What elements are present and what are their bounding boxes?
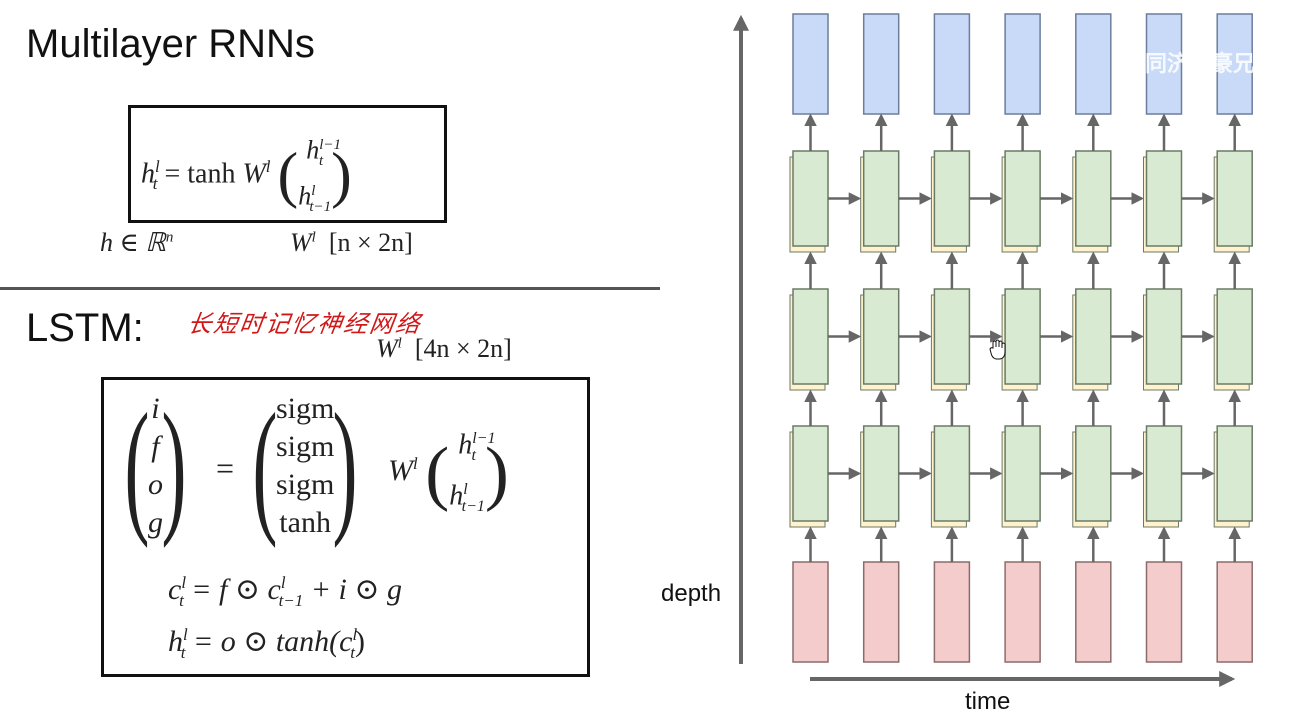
input-cell-4 xyxy=(1004,561,1041,663)
output-cell-6 xyxy=(1145,13,1183,115)
hidden-cell-l2-t4 xyxy=(1004,288,1041,385)
hidden-cell-l3-t7 xyxy=(1216,425,1253,522)
output-cell-3 xyxy=(933,13,971,115)
hidden-cell-l2-t6 xyxy=(1145,288,1183,385)
output-cell-7 xyxy=(1216,13,1253,115)
hidden-cell-l3-t1 xyxy=(792,425,829,522)
cell-state-equation: clt = f ⊙ clt−1 + i ⊙ g xyxy=(168,573,402,610)
hidden-cell-l2-t1 xyxy=(792,288,829,385)
hidden-cell-l3-t2 xyxy=(862,425,900,522)
input-cell-7 xyxy=(1216,561,1253,663)
input-cell-1 xyxy=(792,561,829,663)
lstm-weight-input: Wl ( hl−1t hlt−1 ) xyxy=(388,429,509,515)
hidden-cell-l1-t5 xyxy=(1075,150,1112,247)
gate-vector: ( i f o g ) xyxy=(124,383,187,549)
hidden-cell-l1-t4 xyxy=(1004,150,1041,247)
hidden-cell-l1-t3 xyxy=(933,150,971,247)
hand-cursor-icon xyxy=(989,339,1006,360)
hidden-cell-l2-t2 xyxy=(862,288,900,385)
hidden-cell-l2-t7 xyxy=(1216,288,1253,385)
output-cell-1 xyxy=(792,13,829,115)
input-cell-3 xyxy=(933,561,971,663)
lstm-title: LSTM: xyxy=(26,306,144,350)
multilayer-rnn-diagram xyxy=(733,13,1253,687)
hidden-cell-l2-t3 xyxy=(933,288,971,385)
section-divider xyxy=(0,287,660,290)
hidden-cell-l3-t6 xyxy=(1145,425,1183,522)
hidden-cell-l1-t6 xyxy=(1145,150,1183,247)
h-space: h ∈ ℝn xyxy=(100,228,174,257)
lstm-formula-box: ( i f o g ) = ( sigm sigm sigm tanh ) Wl… xyxy=(101,377,590,677)
gate-list: i f o g xyxy=(147,392,163,539)
hidden-cell-l1-t1 xyxy=(792,150,829,247)
rnn-formula: hlt = tanh Wl ( hl−1t hlt−1 ) xyxy=(141,135,352,215)
depth-axis-label: depth xyxy=(661,580,722,607)
watermark-logo: 同济子豪兄 xyxy=(1145,52,1256,77)
hidden-state-equation: hlt = o ⊙ tanh(clt) xyxy=(168,625,365,662)
input-cell-5 xyxy=(1075,561,1112,663)
output-cell-4 xyxy=(1004,13,1041,115)
w-dims: Wl [n × 2n] xyxy=(290,228,413,257)
hidden-cell-l1-t7 xyxy=(1216,150,1253,247)
equals-sign: = xyxy=(216,450,235,486)
slide-title: Multilayer RNNs xyxy=(26,22,315,66)
input-cell-6 xyxy=(1145,561,1183,663)
hidden-cell-l2-t5 xyxy=(1075,288,1112,385)
output-cell-2 xyxy=(862,13,900,115)
lstm-w-dims: Wl [4n × 2n] xyxy=(376,334,512,363)
hidden-cell-l3-t3 xyxy=(933,425,971,522)
hidden-cell-l1-t2 xyxy=(862,150,900,247)
rnn-formula-box: hlt = tanh Wl ( hl−1t hlt−1 ) xyxy=(128,105,447,223)
output-cell-5 xyxy=(1075,13,1112,115)
hidden-cell-l3-t5 xyxy=(1075,425,1112,522)
hidden-cell-l3-t4 xyxy=(1004,425,1041,522)
input-cell-2 xyxy=(862,561,900,663)
activation-vector: ( sigm sigm sigm tanh ) xyxy=(252,383,358,549)
time-axis-label: time xyxy=(965,688,1011,715)
